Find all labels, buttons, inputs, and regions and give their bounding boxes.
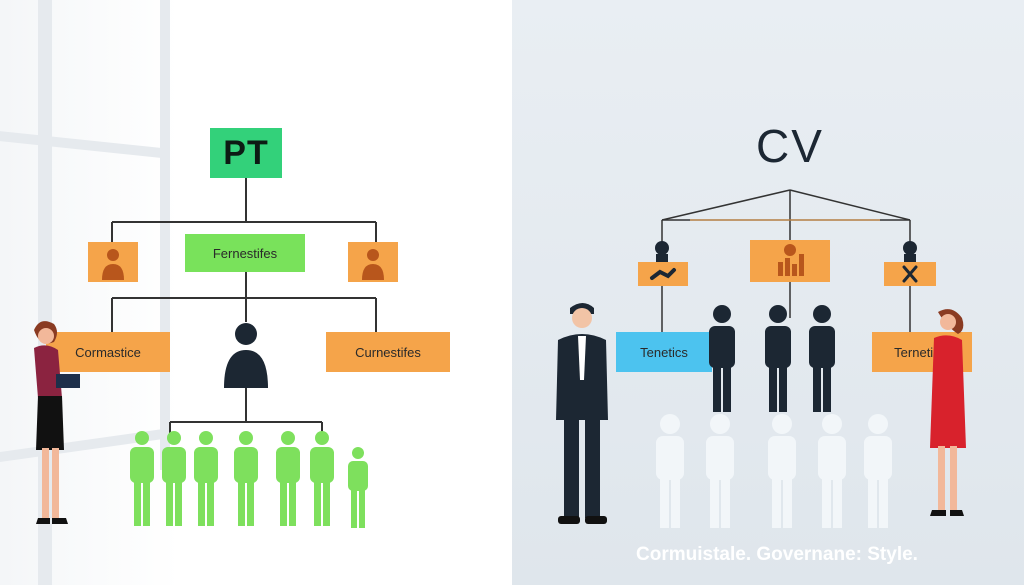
person-icon — [362, 249, 384, 280]
pt-woman-figure — [34, 321, 80, 524]
cv-faded-team-people — [656, 414, 892, 528]
pt-title: PT — [210, 128, 282, 178]
pt-right-person-box — [348, 242, 398, 282]
cv-left-icon-box — [638, 262, 688, 286]
pt-left-box: Cormastice — [46, 332, 170, 372]
cv-center-icon-box — [750, 240, 830, 282]
cv-title: CV — [756, 120, 824, 172]
window-frame-vertical-2 — [160, 0, 170, 470]
cv-left-box: Tenetics — [616, 332, 712, 372]
pt-right-box: Curnestifes — [326, 332, 450, 372]
pt-team-people — [130, 431, 368, 528]
cv-left-head-icon — [655, 241, 669, 262]
pt-left-person-box — [88, 242, 138, 282]
link-icon — [650, 268, 676, 280]
cv-right-head-icon — [903, 241, 917, 262]
cross-icon — [902, 265, 918, 283]
footer-caption: Cormuistale. Governane: Style. — [636, 544, 918, 565]
cv-team-people — [709, 305, 835, 412]
pt-tree-lines — [111, 178, 377, 436]
pt-center-box: Fernestifes — [185, 234, 305, 272]
pt-manager-person-icon — [224, 323, 268, 388]
cv-right-icon-box — [884, 262, 936, 286]
chart-icon — [778, 244, 804, 276]
person-icon — [102, 249, 124, 280]
cv-man-figure — [556, 303, 608, 524]
cv-woman-figure — [930, 309, 966, 516]
